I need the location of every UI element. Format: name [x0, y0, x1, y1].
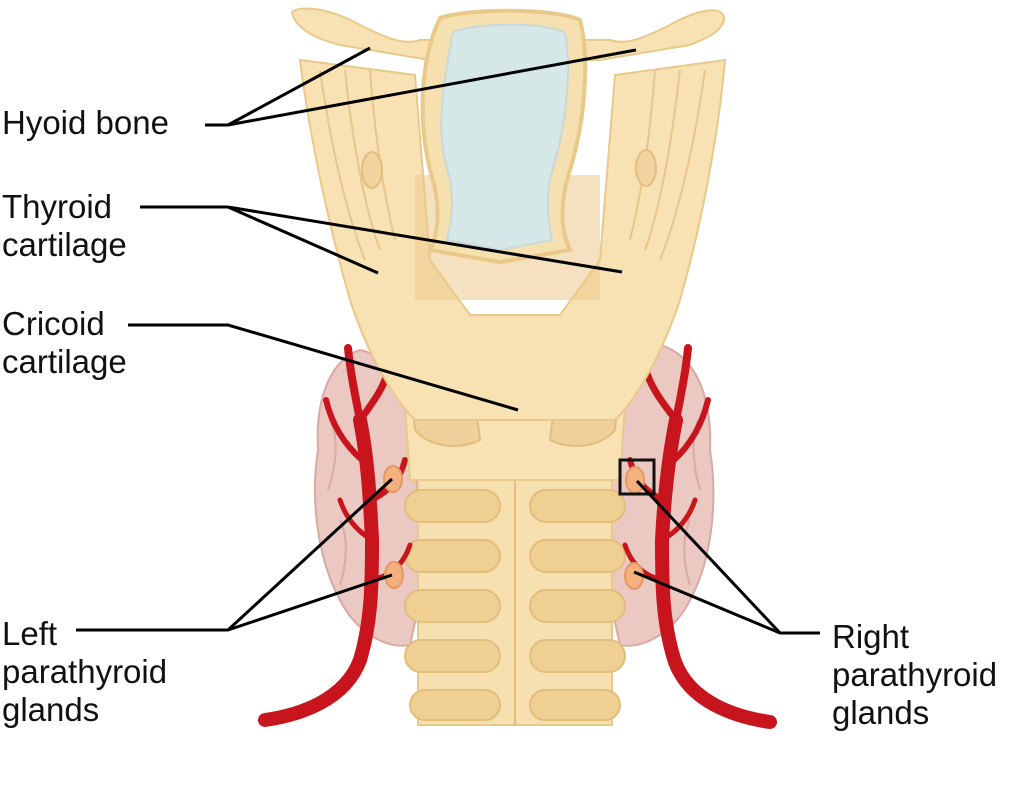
leader-left-parathyroid: [76, 477, 394, 632]
parathyroid-glands: [383, 465, 645, 590]
left-superior-parathyroid: [383, 465, 403, 493]
label-line: Thyroid: [2, 188, 113, 225]
label-line: parathyroid: [832, 656, 998, 693]
label-left-parathyroid-glands: Left parathyroid glands: [2, 615, 167, 729]
highlight-box: [618, 458, 656, 496]
label-cricoid-cartilage: Cricoid cartilage: [2, 305, 127, 381]
leader-lines: [76, 46, 820, 635]
label-right-parathyroid-glands: Right parathyroid glands: [832, 618, 997, 732]
label-line: Cricoid: [2, 305, 105, 342]
label-line: glands: [2, 691, 100, 728]
leader-thyroid: [140, 205, 623, 275]
label-thyroid-cartilage: Thyroid cartilage: [2, 188, 127, 264]
leader-hyoid: [205, 46, 637, 127]
trachea: [404, 459, 626, 726]
label-line: Left: [2, 615, 58, 652]
label-hyoid-bone: Hyoid bone: [2, 104, 169, 142]
airway: [420, 8, 588, 265]
label-line: cartilage: [2, 343, 127, 380]
label-line: glands: [832, 694, 930, 731]
label-line: cartilage: [2, 226, 127, 263]
right-superior-parathyroid: [625, 466, 645, 494]
leader-right-parathyroid: [633, 479, 820, 635]
hyoid-bone-shape: [290, 7, 726, 61]
label-line: Hyoid bone: [2, 104, 169, 141]
leader-cricoid: [128, 323, 519, 412]
label-line: parathyroid: [2, 653, 168, 690]
label-line: Right: [832, 618, 910, 655]
left-inferior-parathyroid: [384, 561, 404, 589]
